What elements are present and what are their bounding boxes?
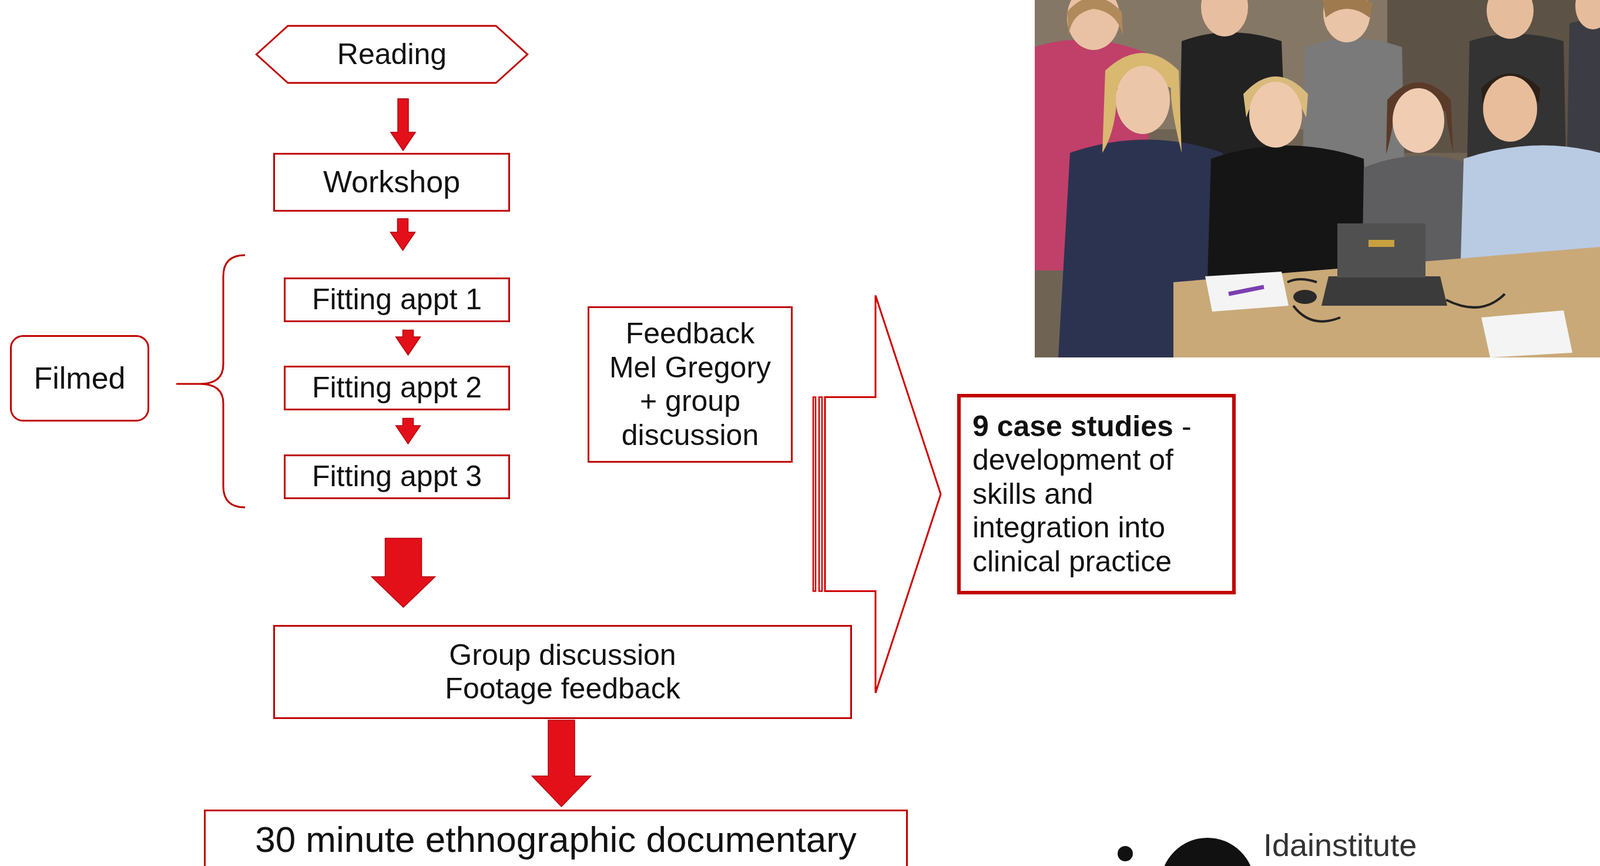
illustration-part	[1249, 81, 1303, 148]
group-label-box: Filmed	[9, 334, 150, 422]
node-text: Footage feedback	[444, 671, 680, 706]
illustration-part	[1392, 88, 1445, 153]
logo-text: Idainstitute	[1263, 827, 1417, 862]
illustration-part	[1337, 223, 1426, 278]
arrow-stripe	[819, 397, 823, 592]
node-text: Feedback Mel Gregory + group discussion	[603, 316, 777, 452]
start-hexagon: Reading	[255, 25, 529, 84]
illustration-part	[1067, 0, 1123, 36]
front-people	[1058, 52, 1600, 358]
logo-circle	[1160, 837, 1255, 866]
flow-arrow	[396, 418, 421, 445]
outcome-box: 9 case studies- development of skills an…	[957, 393, 1236, 595]
output-box: 30 minute ethnographic documentary	[203, 809, 908, 866]
node-heading: Group discussion	[448, 638, 676, 673]
illustration-part	[1287, 279, 1505, 322]
illustration-part	[1322, 0, 1373, 18]
workshop-photo	[1034, 0, 1600, 358]
node-text: Workshop	[323, 164, 461, 200]
process-box: Group discussionFootage feedback	[273, 624, 853, 719]
illustration-part	[1386, 82, 1454, 154]
illustration-part	[1483, 75, 1538, 142]
node-heading: 9 case studies	[972, 409, 1174, 443]
illustration-part	[1201, 0, 1249, 37]
node-text: Fitting appt 1	[312, 282, 482, 317]
illustration-part	[1034, 0, 1600, 358]
node-text: 30 minute ethnographic documentary	[255, 817, 857, 860]
node-text: Fitting appt 3	[312, 459, 482, 494]
illustration-part	[1205, 271, 1289, 312]
illustration-part	[1481, 310, 1573, 358]
node-text: Reading	[337, 37, 447, 72]
flow-arrow	[396, 330, 421, 356]
process-box: Workshop	[273, 152, 511, 212]
illustration-part	[1293, 289, 1317, 304]
feedback-box: Feedback Mel Gregory + group discussion	[587, 306, 793, 463]
illustration-part	[1486, 0, 1534, 39]
table	[1173, 223, 1600, 358]
text-wrap: 9 case studies- development of skills an…	[972, 409, 1221, 579]
illustration-part	[1575, 0, 1600, 30]
illustration-part	[1228, 286, 1264, 294]
flow-arrow	[390, 218, 416, 251]
process-box: Fitting appt 3	[283, 454, 511, 499]
illustration-part	[1368, 239, 1395, 247]
hexagon-shape	[256, 25, 528, 83]
arrow-stripe	[813, 397, 816, 592]
flow-arrow	[390, 98, 416, 151]
process-box: Fitting appt 1	[283, 277, 511, 322]
flow-arrow	[532, 719, 592, 807]
illustration-part	[1102, 52, 1182, 153]
logo-dot	[1117, 845, 1133, 861]
illustration-part	[1321, 276, 1448, 306]
process-box: Fitting appt 2	[283, 365, 511, 411]
flow-arrow	[371, 538, 436, 608]
brace-line	[176, 255, 246, 508]
illustration-part	[1115, 65, 1170, 134]
node-text: Fitting appt 2	[312, 370, 482, 405]
node-text: Filmed	[33, 360, 126, 397]
